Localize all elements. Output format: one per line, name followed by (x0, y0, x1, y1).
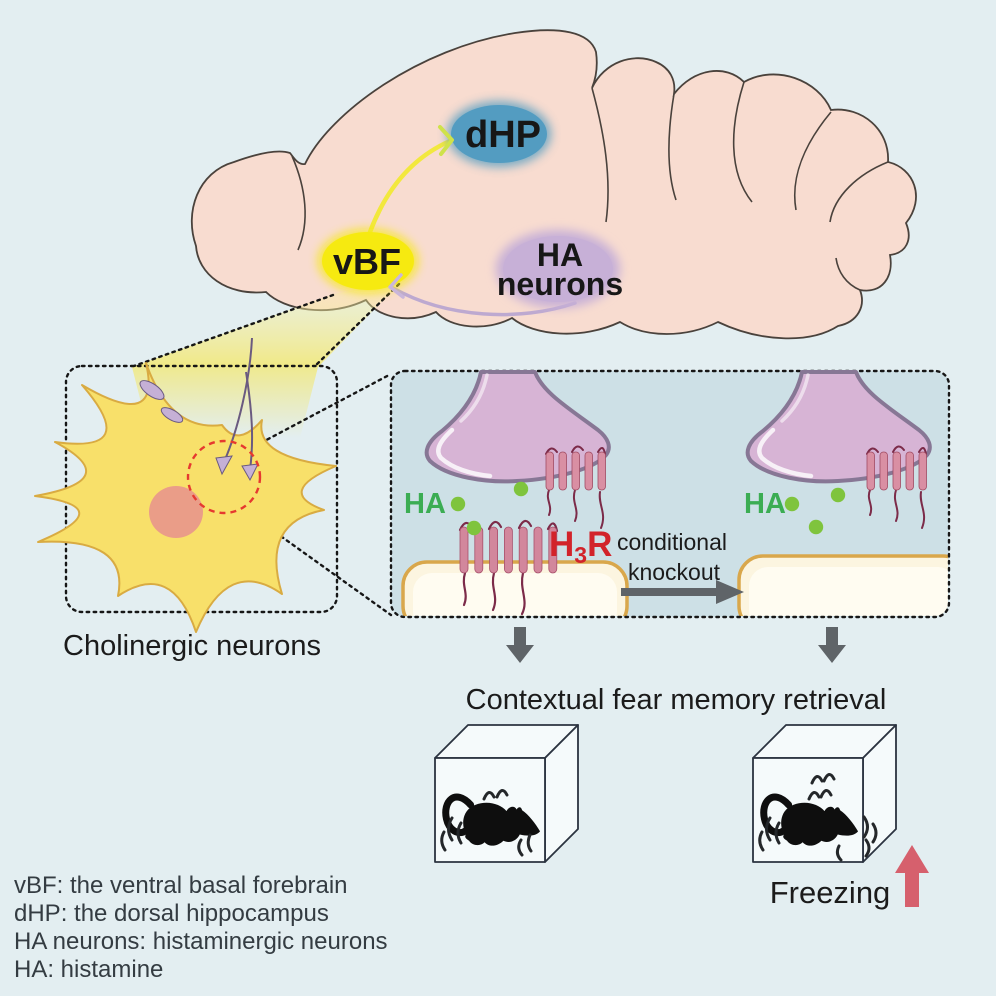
cholinergic-neuron-illustration (34, 337, 337, 633)
legend-line: HA neurons: histaminergic neurons (14, 928, 388, 955)
incoming-axon-fibers (139, 337, 259, 482)
outcome-title: Contextual fear memory retrieval (466, 684, 887, 716)
dhp-region: dHP (447, 101, 551, 167)
histamine-dots-right (784, 487, 846, 535)
synapse-panel-border (389, 369, 951, 619)
tremor-marks-left (440, 789, 533, 857)
down-arrow-icon-left (506, 627, 534, 663)
legend-line: HA: histamine (14, 956, 163, 983)
h3r-receptors (458, 519, 559, 616)
ha-neurons-region: HA neurons (496, 230, 623, 308)
brain-fold-lines (291, 81, 889, 291)
legend-line: dHP: the dorsal hippocampus (14, 900, 329, 927)
zoom-beam (132, 283, 400, 367)
vbf-region: vBF (318, 229, 418, 293)
postsynaptic-membrane-left (401, 560, 629, 616)
down-arrow-icon-right (818, 627, 846, 663)
ha-neurons-label-line2: neurons (497, 266, 623, 302)
knockout-text-line2: knockout (628, 559, 721, 585)
ha-neurons-label-line1: HA (537, 237, 583, 273)
neuron-panel-caption: Cholinergic neurons (63, 630, 321, 662)
right-arrow-icon (621, 580, 744, 604)
dhp-synapse-fork-icon (438, 125, 454, 156)
abbreviation-legend: vBF: the ventral basal forebrain dHP: th… (14, 872, 388, 983)
legend-line: vBF: the ventral basal forebrain (14, 872, 348, 899)
h3r-label: H3R (549, 525, 612, 568)
freezing-label: Freezing (770, 875, 891, 910)
vbf-synapse-fork-icon (388, 273, 405, 299)
up-arrow-icon (895, 845, 929, 907)
neuron-nucleus (149, 486, 203, 538)
ha-label-left: HA (404, 488, 446, 520)
tremor-marks-right (758, 773, 878, 862)
dhp-label: dHP (465, 114, 541, 156)
ha-label-right: HA (744, 488, 786, 520)
knockout-text-line1: conditional (617, 529, 727, 555)
histamine-dots-left (450, 481, 529, 536)
ha-to-vbf-projection (391, 286, 577, 317)
synapse-highlight-circle (186, 439, 262, 515)
vbf-to-dhp-projection (367, 138, 453, 235)
vbf-label: vBF (333, 241, 401, 282)
